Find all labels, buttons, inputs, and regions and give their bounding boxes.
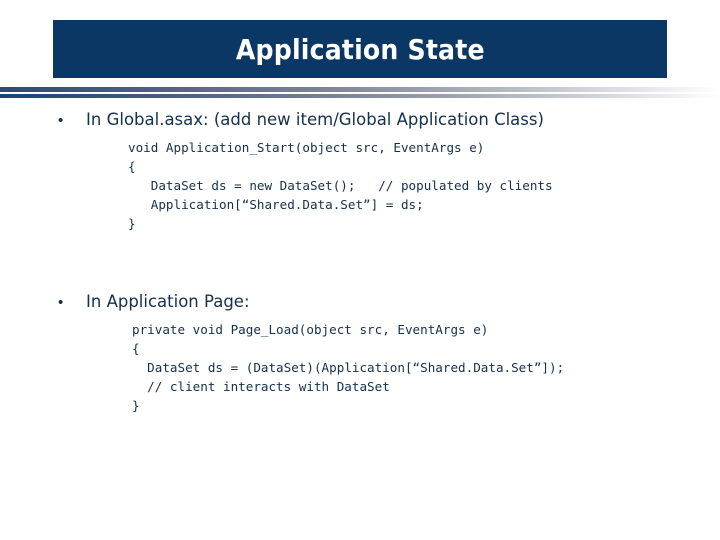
- bullet-item: • In Application Page:: [0, 292, 720, 313]
- bullet-label: In Global.asax: (add new item/Global App…: [86, 110, 544, 129]
- bullet-point-icon: •: [58, 112, 64, 129]
- decorative-rule-top: [0, 87, 720, 92]
- content-section-application-page: • In Application Page: private void Page…: [0, 292, 720, 415]
- slide-content: • In Global.asax: (add new item/Global A…: [0, 110, 720, 428]
- bullet-label: In Application Page:: [86, 291, 250, 311]
- section-spacer: [0, 246, 720, 292]
- page-title: Application State: [235, 32, 485, 66]
- slide-title-banner: Application State: [53, 20, 667, 78]
- code-block-page-load: private void Page_Load(object src, Event…: [132, 321, 565, 414]
- decorative-rule-bottom: [0, 94, 720, 98]
- content-section-global-asax: • In Global.asax: (add new item/Global A…: [0, 110, 720, 233]
- code-block-application-start: void Application_Start(object src, Event…: [128, 139, 553, 232]
- bullet-point-icon: •: [58, 293, 64, 311]
- bullet-item: • In Global.asax: (add new item/Global A…: [0, 110, 720, 131]
